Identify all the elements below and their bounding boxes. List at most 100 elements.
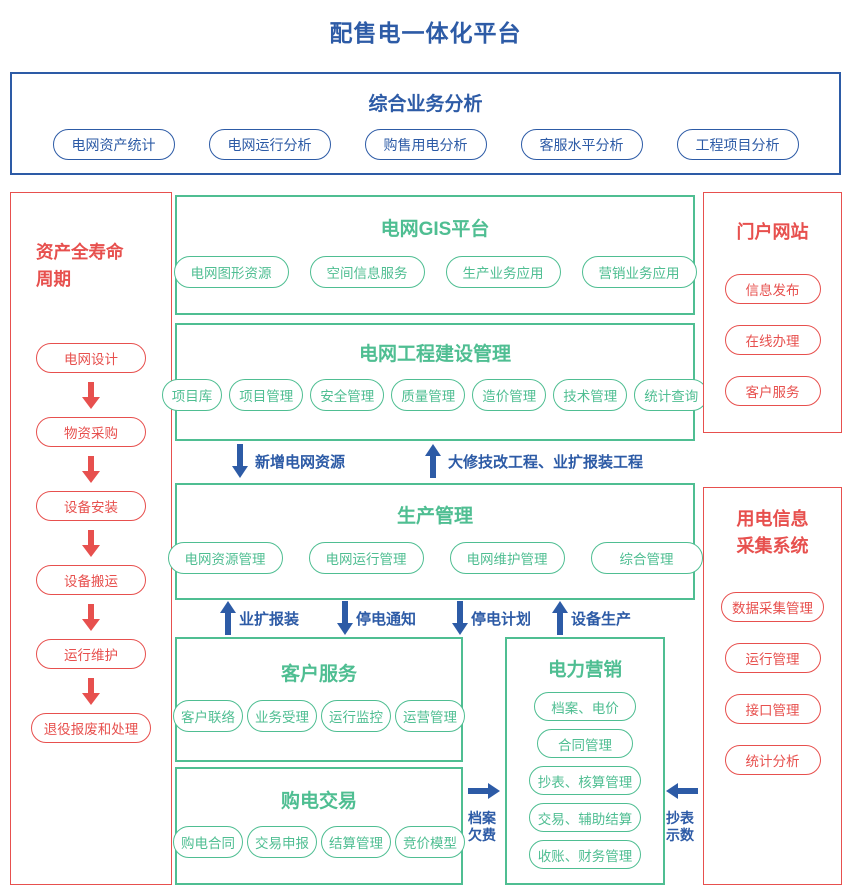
asset-lifecycle-steps: 电网设计 物资采购 设备安装 设备搬运 运行维护 退役报废和处理	[11, 343, 171, 743]
gis-pill: 营销业务应用	[581, 256, 697, 288]
marketing-pill: 交易、辅助结算	[528, 803, 642, 832]
construction-pill: 统计查询	[634, 379, 709, 411]
customer-service-pill: 业务受理	[247, 700, 317, 732]
flow-label: 业扩报装	[239, 610, 300, 628]
flow-overhaul-projects: 大修技改工程、业扩报装工程	[425, 444, 643, 478]
lifecycle-step: 设备搬运	[36, 565, 146, 595]
production-pill: 电网资源管理	[167, 542, 283, 574]
metering-title: 用电信息 采集系统	[736, 509, 809, 556]
purchase-trading-box: 购电交易 购电合同 交易申报 结算管理 竞价模型	[173, 767, 465, 885]
asset-lifecycle-box: 资产全寿命 周期 电网设计 物资采购 设备安装 设备搬运 运行维护 退役报废和处…	[10, 192, 172, 885]
construction-pill: 技术管理	[553, 379, 628, 411]
analysis-pill: 电网运行分析	[208, 129, 331, 160]
down-arrow-icon	[232, 444, 248, 478]
flow-label: 档案 欠费	[468, 810, 496, 843]
flow-expansion-application: 业扩报装	[220, 601, 299, 635]
construction-pill: 项目管理	[229, 379, 304, 411]
gis-pill: 生产业务应用	[445, 256, 561, 288]
production-pill: 电网运行管理	[308, 542, 424, 574]
marketing-pill: 抄表、核算管理	[528, 766, 642, 795]
flow-label: 新增电网资源	[255, 453, 346, 471]
production-pill: 综合管理	[590, 542, 703, 574]
down-arrow-icon	[452, 601, 468, 635]
purchase-trading-title: 购电交易	[280, 791, 357, 812]
portal-pill: 在线办理	[724, 325, 821, 355]
analysis-pill-row: 电网资产统计 电网运行分析 购售用电分析 客服水平分析 工程项目分析	[12, 129, 839, 160]
down-arrow-icon	[82, 381, 100, 409]
purchase-pill: 交易申报	[247, 826, 317, 858]
marketing-pill: 收账、财务管理	[528, 840, 642, 869]
analysis-pill: 客服水平分析	[520, 129, 643, 160]
portal-title: 门户网站	[736, 222, 809, 242]
analysis-title: 综合业务分析	[368, 94, 483, 115]
flow-meter-reading: 抄表 示数	[666, 783, 706, 844]
production-pill: 电网维护管理	[449, 542, 565, 574]
analysis-pill: 电网资产统计	[52, 129, 175, 160]
analysis-pill: 工程项目分析	[676, 129, 799, 160]
gis-pill: 电网图形资源	[173, 256, 289, 288]
down-arrow-icon	[337, 601, 353, 635]
gis-pill: 空间信息服务	[309, 256, 425, 288]
metering-pill-column: 数据采集管理 运行管理 接口管理 统计分析	[704, 592, 841, 775]
down-arrow-icon	[82, 603, 100, 631]
purchase-pill: 结算管理	[321, 826, 391, 858]
production-pill-row: 电网资源管理 电网运行管理 电网维护管理 综合管理	[167, 542, 703, 574]
flow-label: 停电计划	[471, 610, 532, 628]
purchase-pill: 购电合同	[173, 826, 243, 858]
gis-pill-row: 电网图形资源 空间信息服务 生产业务应用 营销业务应用	[173, 256, 697, 288]
right-arrow-icon	[468, 783, 500, 799]
marketing-pill-column: 档案、电价 合同管理 抄表、核算管理 交易、辅助结算 收账、财务管理	[507, 692, 663, 869]
lifecycle-step: 电网设计	[36, 343, 146, 373]
flow-row-construction-production: 新增电网资源 大修技改工程、业扩报装工程	[175, 444, 695, 480]
down-arrow-icon	[82, 529, 100, 557]
customer-service-pill-row: 客户联络 业务受理 运行监控 运营管理	[173, 700, 465, 732]
gis-title: 电网GIS平台	[380, 219, 490, 240]
flow-archive-arrears: 档案 欠费	[468, 783, 508, 844]
flow-row-production-lower: 业扩报装 停电通知 停电计划 设备生产	[175, 601, 695, 637]
up-arrow-icon	[552, 601, 568, 635]
customer-service-pill: 运行监控	[321, 700, 391, 732]
lifecycle-step: 运行维护	[36, 639, 146, 669]
metering-pill: 接口管理	[724, 694, 821, 724]
construction-title: 电网工程建设管理	[358, 344, 511, 365]
flow-label: 抄表 示数	[666, 810, 694, 843]
lifecycle-step: 退役报废和处理	[31, 713, 151, 743]
portal-pill: 信息发布	[724, 274, 821, 304]
asset-lifecycle-title: 资产全寿命 周期	[36, 242, 124, 290]
flow-outage-plan: 停电计划	[452, 601, 531, 635]
customer-service-title: 客户服务	[280, 664, 357, 685]
construction-box: 电网工程建设管理 项目库 项目管理 安全管理 质量管理 造价管理 技术管理 统计…	[161, 323, 709, 441]
purchase-pill: 竞价模型	[395, 826, 465, 858]
construction-pill: 质量管理	[391, 379, 466, 411]
portal-box: 门户网站 信息发布 在线办理 客户服务	[703, 192, 842, 433]
marketing-pill: 合同管理	[537, 729, 633, 758]
analysis-box: 综合业务分析 电网资产统计 电网运行分析 购售用电分析 客服水平分析 工程项目分…	[10, 72, 841, 175]
purchase-pill-row: 购电合同 交易申报 结算管理 竞价模型	[173, 826, 465, 858]
production-box: 生产管理 电网资源管理 电网运行管理 电网维护管理 综合管理	[167, 483, 703, 600]
marketing-title: 电力营销	[547, 659, 622, 680]
production-title: 生产管理	[396, 506, 473, 527]
portal-pill-column: 信息发布 在线办理 客户服务	[704, 274, 841, 406]
flow-label: 设备生产	[571, 610, 632, 628]
metering-pill: 数据采集管理	[721, 592, 824, 622]
down-arrow-icon	[82, 455, 100, 483]
flow-new-grid-resources: 新增电网资源	[232, 444, 345, 478]
metering-pill: 统计分析	[724, 745, 821, 775]
up-arrow-icon	[220, 601, 236, 635]
customer-service-box: 客户服务 客户联络 业务受理 运行监控 运营管理	[173, 637, 465, 762]
lifecycle-step: 物资采购	[36, 417, 146, 447]
metering-system-box: 用电信息 采集系统 数据采集管理 运行管理 接口管理 统计分析	[703, 487, 842, 885]
construction-pill-row: 项目库 项目管理 安全管理 质量管理 造价管理 技术管理 统计查询	[161, 379, 709, 411]
lifecycle-step: 设备安装	[36, 491, 146, 521]
portal-pill: 客户服务	[724, 376, 821, 406]
up-arrow-icon	[425, 444, 441, 478]
construction-pill: 项目库	[161, 379, 223, 411]
gis-platform-box: 电网GIS平台 电网图形资源 空间信息服务 生产业务应用 营销业务应用	[173, 195, 697, 315]
left-arrow-icon	[666, 783, 698, 799]
marketing-pill: 档案、电价	[534, 692, 636, 721]
page-title: 配售电一体化平台	[329, 20, 522, 46]
flow-label: 停电通知	[356, 610, 417, 628]
down-arrow-icon	[82, 677, 100, 705]
construction-pill: 安全管理	[310, 379, 385, 411]
